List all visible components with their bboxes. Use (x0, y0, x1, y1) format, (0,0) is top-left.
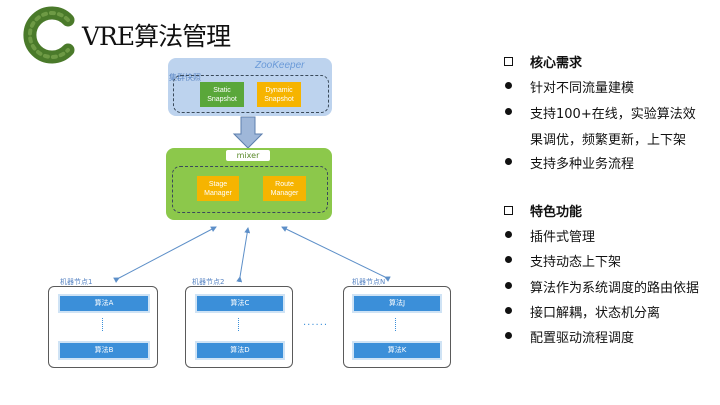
list-item: 配置驱动流程调度 (530, 331, 635, 346)
bullet-icon (505, 158, 512, 165)
dynamic-snapshot-box: Dynamic Snapshot (257, 82, 301, 107)
algo-box: 算法D (195, 341, 285, 360)
list-item: 支持100+在线，实验算法效 (530, 107, 696, 122)
algo-box: 算法K (352, 341, 442, 360)
list-item: 算法作为系统调度的路由依据 (530, 281, 700, 296)
stage-manager-box: Stage Manager (197, 176, 239, 201)
page-title: VRE算法管理 (82, 22, 231, 51)
nodes-ellipsis: ...... (303, 317, 329, 328)
node-label: 机器节点1 (60, 278, 93, 286)
list-item: 插件式管理 (530, 230, 596, 245)
bullet-icon (505, 282, 512, 289)
zookeeper-panel (168, 58, 332, 116)
arrow-nodeN (281, 226, 391, 282)
algo-box: 算法A (58, 294, 150, 313)
list-item: 支持多种业务流程 (530, 157, 635, 172)
mixer-label: mixer (225, 149, 271, 162)
down-arrow-icon (232, 116, 264, 149)
algo-box: 算法J (352, 294, 442, 313)
list-item: 接口解耦，状态机分离 (530, 306, 661, 321)
list-item: 支持动态上下架 (530, 255, 622, 270)
vertical-ellipsis (395, 318, 396, 331)
bullet-icon (505, 108, 512, 115)
list-item: 果调优，频繁更新，上下架 (530, 133, 687, 148)
static-snapshot-box: Static Snapshot (200, 82, 244, 107)
square-bullet-icon (504, 57, 513, 66)
square-bullet-icon (504, 206, 513, 215)
manager-group (172, 166, 328, 213)
node-label: 机器节点2 (192, 278, 225, 286)
logo-icon (23, 6, 75, 64)
bullet-icon (505, 231, 512, 238)
bullet-icon (505, 82, 512, 89)
vertical-ellipsis (238, 318, 239, 331)
route-manager-box: Route Manager (263, 176, 306, 201)
vertical-ellipsis (102, 318, 103, 331)
bullet-icon (505, 307, 512, 314)
bullet-icon (505, 332, 512, 339)
arrow-node1 (113, 226, 217, 283)
section-heading: 核心需求 (530, 56, 583, 71)
zookeeper-label: ZooKeeper (255, 60, 305, 71)
bullet-icon (505, 256, 512, 263)
algo-box: 算法C (195, 294, 285, 313)
algo-box: 算法B (58, 341, 150, 360)
arrow-node2 (236, 227, 251, 283)
cluster-snapshot-label: 集群快照 (169, 73, 201, 82)
section-heading: 特色功能 (530, 205, 583, 220)
list-item: 针对不同流量建模 (530, 81, 635, 96)
snapshot-group (173, 75, 329, 113)
node-label: 机器节点N (352, 278, 386, 286)
